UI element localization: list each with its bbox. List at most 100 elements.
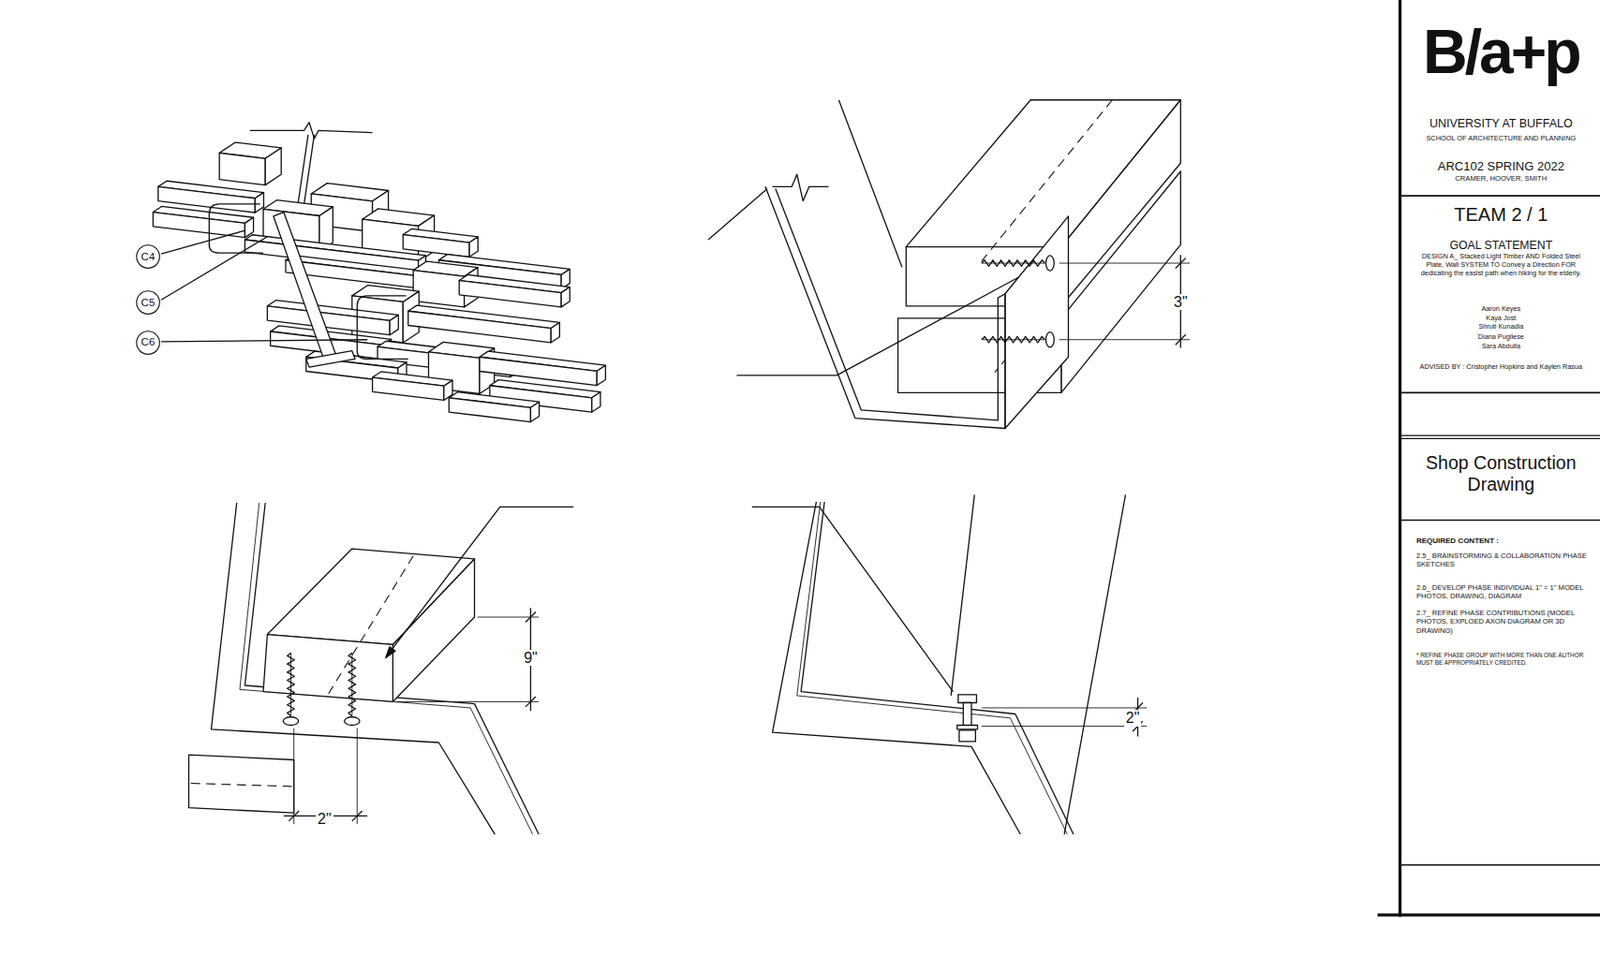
screw-thread bbox=[981, 260, 1046, 267]
timber-front bbox=[448, 398, 531, 423]
folded-plate bbox=[208, 204, 264, 253]
bracket-detail-screws bbox=[708, 100, 1190, 430]
screw-head bbox=[282, 717, 298, 726]
bracket-detail-base bbox=[189, 503, 575, 835]
title-block-border bbox=[1377, 913, 1600, 917]
timber-front bbox=[372, 377, 445, 400]
timber-end bbox=[592, 392, 601, 413]
timber-end bbox=[561, 287, 570, 308]
section-heading: GOAL STATEMENT bbox=[1406, 238, 1597, 252]
title-block-team: TEAM 2 / 1 GOAL STATEMENTDESIGN A_ Stacke… bbox=[1402, 195, 1600, 393]
edge-line bbox=[950, 494, 975, 697]
dimension-tick bbox=[352, 811, 363, 822]
edge-line bbox=[838, 100, 903, 268]
leader-line bbox=[736, 277, 1019, 376]
timber-front bbox=[408, 311, 552, 343]
member-name: Kaya Jost bbox=[1416, 314, 1586, 323]
dimension-extension bbox=[356, 728, 358, 825]
dimension-extension bbox=[1059, 339, 1190, 341]
screw-head bbox=[1046, 332, 1055, 348]
dimension-label: 2" bbox=[1124, 710, 1142, 727]
dimension-tick bbox=[525, 612, 536, 623]
screw-thread bbox=[981, 336, 1046, 343]
center-line bbox=[191, 784, 293, 787]
leader-line bbox=[387, 506, 574, 655]
timber-end bbox=[389, 314, 399, 335]
title-block-divider bbox=[1400, 194, 1600, 197]
dimension-extension bbox=[1059, 263, 1190, 265]
dimension-label: 9" bbox=[521, 650, 540, 667]
break-line bbox=[250, 122, 373, 139]
steel-plate-face bbox=[1005, 216, 1069, 430]
title-block-header: B/a+pUNIVERSITY AT BUFFALO SCHOOL OF ARCH… bbox=[1402, 0, 1600, 196]
callout-number: C4 bbox=[135, 244, 161, 269]
instructor-names: CRAMER, HOOVER, SMITH bbox=[1406, 175, 1597, 184]
member-name: Diana Pugliese bbox=[1416, 333, 1586, 341]
leader-arrowhead bbox=[385, 647, 396, 659]
title-block-border bbox=[1398, 0, 1402, 918]
school-logo: B/a+p bbox=[1407, 20, 1594, 83]
steel-plate-edge bbox=[800, 502, 1074, 835]
edge-line bbox=[708, 189, 768, 240]
timber-end bbox=[530, 401, 539, 422]
steel-plate-edge bbox=[775, 189, 1006, 421]
timber-end bbox=[254, 192, 264, 213]
steel-plate-edge bbox=[297, 134, 309, 205]
screw-head bbox=[1046, 255, 1055, 271]
timber-end bbox=[263, 635, 393, 703]
dimension-tick bbox=[1175, 334, 1186, 345]
leader-line bbox=[161, 230, 245, 254]
team-number: TEAM 2 / 1 bbox=[1406, 204, 1597, 226]
callout-number: C5 bbox=[141, 297, 156, 310]
dimension-label: 3" bbox=[1171, 294, 1190, 312]
university-name: UNIVERSITY AT BUFFALO bbox=[1406, 117, 1597, 131]
leader-line bbox=[161, 340, 368, 342]
timber-front bbox=[219, 152, 266, 185]
callout-circle bbox=[136, 291, 161, 315]
callout-circle bbox=[136, 331, 161, 356]
timber-end bbox=[596, 365, 606, 386]
timber-front bbox=[413, 270, 464, 308]
requirement-item: 2.6_ DEVELOP PHASE INDIVIDUAL 1" = 1" MO… bbox=[1416, 583, 1599, 601]
course-name: ARC102 SPRING 2022 bbox=[1406, 160, 1597, 175]
requirement-item: 2.5_ BRAINSTORMING & COLLABORATION PHASE… bbox=[1416, 551, 1599, 569]
bracket-detail-bolt bbox=[752, 494, 1148, 835]
goal-text: DESIGN A_ Stacked Light Timber AND Folde… bbox=[1416, 252, 1586, 278]
callout-number: C6 bbox=[141, 337, 156, 349]
title-block-divider bbox=[1400, 519, 1600, 522]
break-line bbox=[772, 174, 830, 201]
dimension-extension bbox=[293, 728, 295, 825]
callout-number: C5 bbox=[135, 290, 161, 315]
timber-face bbox=[1061, 100, 1181, 307]
edge-line bbox=[1064, 494, 1126, 835]
dimension-tick bbox=[288, 811, 299, 822]
leader-line bbox=[752, 506, 954, 692]
leader-line bbox=[161, 237, 267, 301]
school-name: SCHOOL OF ARCHITECTURE AND PLANNING bbox=[1404, 134, 1599, 144]
member-name: Shruti Kunadia bbox=[1416, 323, 1586, 331]
sheet-title-box: Shop Construction Drawing bbox=[1402, 438, 1600, 520]
bolt-washer bbox=[957, 725, 978, 729]
screw-head bbox=[344, 717, 360, 726]
dimension-tick bbox=[1175, 258, 1186, 269]
dimension-label: 2" bbox=[315, 811, 334, 829]
dimension-extension bbox=[981, 725, 1147, 727]
sheet-title: Shop Construction Drawing bbox=[1407, 452, 1594, 497]
timber-front bbox=[152, 212, 245, 238]
timber-end bbox=[550, 322, 560, 342]
requirement-note: * REFINE PHASE GROUP WITH MORE THAN ONE … bbox=[1416, 651, 1599, 667]
timber-front bbox=[189, 755, 295, 814]
stacked-timber-axon bbox=[152, 122, 606, 423]
timber-front bbox=[459, 281, 562, 308]
dimension-extension bbox=[396, 701, 540, 703]
title-block-divider bbox=[1400, 434, 1600, 436]
bolt-nut bbox=[959, 730, 976, 742]
dimension-extension bbox=[981, 707, 1147, 709]
title-block-frame bbox=[1377, 0, 1600, 918]
steel-strap bbox=[306, 351, 356, 368]
dimension-tick bbox=[525, 696, 536, 708]
